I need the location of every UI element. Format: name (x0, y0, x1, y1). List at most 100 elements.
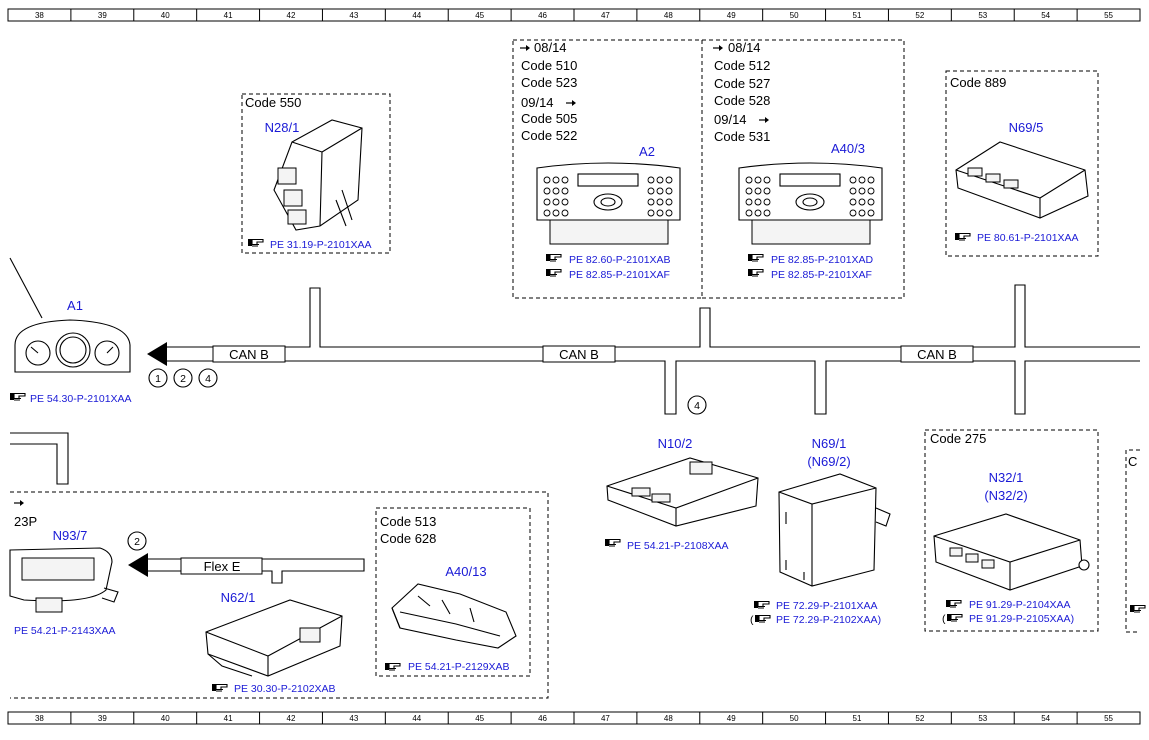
n93-7-module[interactable]: 23P N93/7 PE 54.21-P-2143XAA (9, 499, 119, 637)
n93-7-ref[interactable]: PE 54.21-P-2143XAA (14, 625, 116, 637)
ruler-column-label: 55 (1104, 11, 1113, 20)
a40-13-code-2: Code 628 (380, 531, 436, 546)
a2-dashed-box (512, 39, 703, 299)
can-label-box (900, 345, 974, 363)
a2-ref-2[interactable]: PE 82.85-P-2101XAF (569, 269, 670, 281)
flex-e-bus: Flex E (128, 553, 365, 584)
a1-instrument-cluster[interactable]: A1 PE 54.30-P-2101XAA (9, 257, 132, 405)
ruler-column-label: 48 (664, 714, 673, 723)
pointing-hand-icon (754, 614, 771, 623)
a40-3-dashed-box (702, 39, 905, 299)
n69-1-module[interactable]: N69/1 (N69/2) PE 72.29-P-2101XAA ( PE 72… (750, 436, 891, 626)
can-bus-label: CAN B (229, 347, 269, 362)
ruler-column-label: 49 (727, 714, 736, 723)
a40-3-group[interactable]: 08/14 Code 512 Code 527 Code 528 09/14 C… (702, 39, 905, 299)
marker-4: 4 (694, 400, 700, 412)
ruler-column-label: 54 (1041, 11, 1050, 20)
pointing-hand-icon (9, 392, 26, 401)
n69-1-ref-open: ( (750, 614, 754, 626)
pointing-hand-icon (747, 268, 764, 277)
marker-2: 2 (134, 536, 140, 548)
n69-5-label: N69/5 (1009, 120, 1044, 135)
n28-1-label: N28/1 (265, 120, 300, 135)
ruler-column-label: 44 (412, 714, 421, 723)
ruler-column-label: 52 (915, 714, 924, 723)
pointing-hand-icon (545, 268, 562, 277)
n10-2-device-icon (606, 457, 759, 527)
can-label-box (212, 345, 286, 363)
a40-3-ref-1[interactable]: PE 82.85-P-2101XAD (771, 254, 874, 266)
n32-1-dashed-box (924, 429, 1099, 632)
ruler-column-label: 43 (349, 11, 358, 20)
lower-left-group (10, 491, 549, 699)
flex-bus-label: Flex E (204, 559, 241, 574)
ruler-column-label: 43 (349, 714, 358, 723)
pointing-hand-icon (1129, 604, 1146, 613)
n69-1-label: N69/1 (812, 436, 847, 451)
n69-1-ref-1[interactable]: PE 72.29-P-2101XAA (776, 600, 878, 612)
n69-2-label: (N69/2) (807, 454, 850, 469)
flex-bus-arrow (128, 553, 148, 577)
a40-13-ref[interactable]: PE 54.21-P-2129XAB (408, 661, 510, 673)
a40-13-module[interactable]: Code 513 Code 628 A40/13 PE 54.21-P-2129… (375, 507, 531, 677)
ruler-column-label: 46 (538, 714, 547, 723)
n32-1-module[interactable]: Code 275 N32/1 (N32/2) PE 91.29-P-2104XA… (924, 429, 1099, 632)
a1-label: A1 (67, 298, 83, 313)
a40-13-code-1: Code 513 (380, 514, 436, 529)
pointing-hand-icon (753, 600, 770, 609)
n10-2-module[interactable]: N10/2 PE 54.21-P-2108XAA (604, 436, 759, 552)
a1-ref[interactable]: PE 54.30-P-2101XAA (30, 393, 132, 405)
n69-1-ref-2[interactable]: PE 72.29-P-2102XAA) (776, 614, 881, 626)
a40-13-label: A40/13 (445, 564, 486, 579)
right-arrow-icon (712, 44, 724, 52)
n69-5-module[interactable]: Code 889 N69/5 PE 80.61-P-2101XAA (945, 70, 1099, 257)
left-cable (10, 432, 69, 485)
n10-2-ref[interactable]: PE 54.21-P-2108XAA (627, 540, 729, 552)
n32-2-label: (N32/2) (984, 488, 1027, 503)
n62-1-ref[interactable]: PE 30.30-P-2102XAB (234, 683, 336, 695)
a2-label: A2 (639, 144, 655, 159)
circle-markers: 1 2 4 4 2 (127, 368, 707, 551)
a40-13-dashed-box (375, 507, 531, 677)
ruler-column-label: 55 (1104, 714, 1113, 723)
n28-1-ref[interactable]: PE 31.19-P-2101XAA (270, 239, 372, 251)
n69-5-dashed-box (945, 70, 1099, 257)
right-arrow-icon (758, 116, 770, 124)
ruler-column-label: 39 (98, 11, 107, 20)
n32-1-ref-1[interactable]: PE 91.29-P-2104XAA (969, 599, 1071, 611)
right-edge-partial-box: C (1125, 449, 1146, 633)
n32-1-device-icon (933, 513, 1090, 591)
a40-3-date-1: 08/14 (728, 40, 761, 55)
n69-5-ref[interactable]: PE 80.61-P-2101XAA (977, 232, 1079, 244)
a40-3-label: A40/3 (831, 141, 865, 156)
a2-ref-1[interactable]: PE 82.60-P-2101XAB (569, 254, 671, 266)
a2-code-3: Code 505 (521, 111, 577, 126)
n28-1-module[interactable]: Code 550 N28/1 PE 31.19-P-2101XAA (241, 93, 391, 254)
pointing-hand-icon (946, 613, 963, 622)
a2-code-4: Code 522 (521, 128, 577, 143)
pointing-hand-icon (384, 662, 401, 671)
n32-1-code: Code 275 (930, 431, 986, 446)
ruler-column-label: 38 (35, 11, 44, 20)
pointing-hand-icon (545, 253, 562, 262)
a2-group[interactable]: 08/14 Code 510 Code 523 09/14 Code 505 C… (512, 39, 703, 299)
n93-7-code: 23P (14, 514, 37, 529)
n62-1-module[interactable]: N62/1 PE 30.30-P-2102XAB (205, 590, 343, 695)
can-bus-arrow (147, 342, 167, 366)
n62-1-label: N62/1 (221, 590, 256, 605)
marker-4: 4 (205, 373, 211, 385)
ruler-column-label: 47 (601, 11, 610, 20)
ruler-column-label: 52 (915, 11, 924, 20)
ruler-column-label: 41 (224, 11, 233, 20)
pointing-hand-icon (211, 683, 228, 692)
ruler-column-label: 48 (664, 11, 673, 20)
a40-3-ref-2[interactable]: PE 82.85-P-2101XAF (771, 269, 872, 281)
ruler-column-label: 42 (287, 714, 296, 723)
a40-3-head-unit-icon (738, 162, 883, 245)
n32-1-ref-2[interactable]: PE 91.29-P-2105XAA) (969, 613, 1074, 625)
a40-3-code-4: Code 531 (714, 129, 770, 144)
pointing-hand-icon (747, 253, 764, 262)
a2-date-1: 08/14 (534, 40, 567, 55)
right-edge-text: C (1128, 454, 1137, 469)
